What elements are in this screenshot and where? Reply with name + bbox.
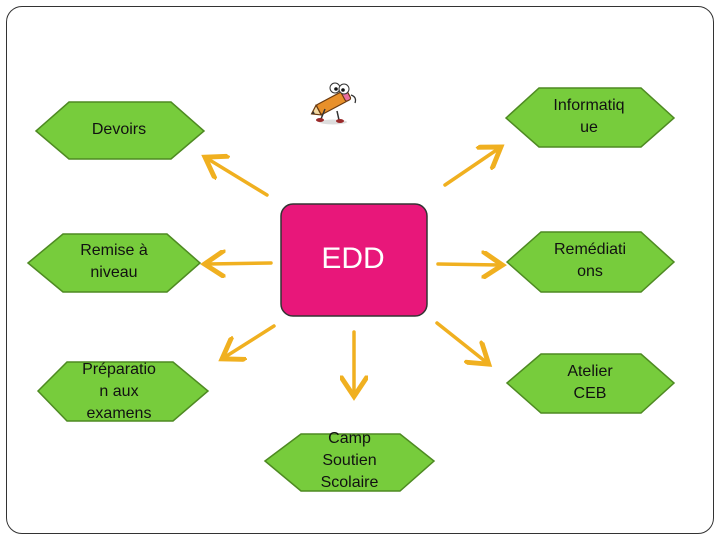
arrow-to-informatique <box>443 149 498 187</box>
node-camp-shape <box>263 433 436 492</box>
pencil-mascot-icon <box>310 82 357 125</box>
node-remise-a-niveau: Remise à niveau <box>80 242 148 281</box>
node-remediations: Remédiati ons <box>553 241 627 280</box>
node-atelier-shape <box>505 353 676 414</box>
node-remise-shape <box>26 233 202 293</box>
center-node-edd: EDD <box>321 242 385 275</box>
arrow-to-devoirs <box>208 159 269 197</box>
arrow-to-remise <box>208 263 273 264</box>
arrow-to-preparation <box>225 324 276 357</box>
center-node-shape <box>280 203 428 317</box>
node-preparation-shape <box>36 361 210 422</box>
node-camp-soutien-scolaire: Camp Soutien Scolaire <box>320 430 379 491</box>
node-preparation-examens: Préparatio n aux examens <box>82 361 156 422</box>
slide <box>6 6 714 534</box>
node-atelier-ceb: Atelier CEB <box>567 362 613 402</box>
arrow-to-atelier <box>435 321 486 362</box>
node-devoirs: Devoirs <box>91 120 147 138</box>
node-devoirs-shape <box>34 101 206 160</box>
node-informatique: Informatiq ue <box>553 96 625 136</box>
node-informatique-shape <box>504 87 676 148</box>
diagram-canvas <box>26 87 676 492</box>
arrow-to-remediations <box>436 264 499 265</box>
node-remediations-shape <box>505 231 676 293</box>
